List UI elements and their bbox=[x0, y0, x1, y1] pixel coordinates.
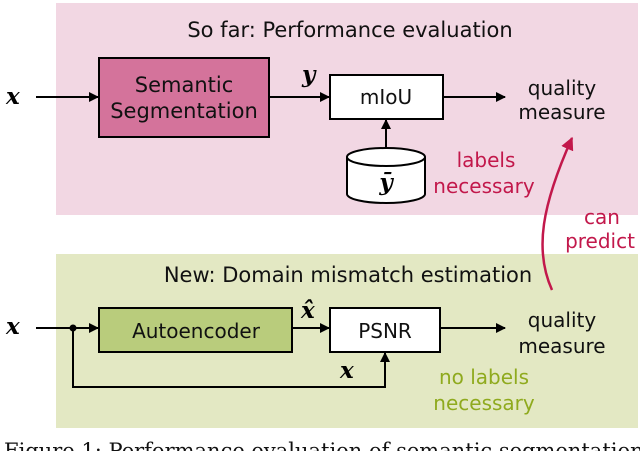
top-output-var: y bbox=[301, 61, 317, 88]
can-predict-arrow bbox=[541, 136, 574, 291]
seg-label-line2: Segmentation bbox=[110, 99, 258, 123]
psnr-label: PSNR bbox=[358, 319, 412, 343]
bottom-labels-line1: no labels bbox=[439, 365, 529, 389]
figure-caption: Figure 1: Performance evaluation of sema… bbox=[4, 439, 640, 451]
ground-truth-var: ȳ bbox=[378, 169, 394, 196]
top-labels-line1: labels bbox=[457, 148, 516, 172]
skip-connection-arrow bbox=[72, 328, 390, 388]
miou-label: mIoU bbox=[360, 85, 412, 109]
top-quality-line2: measure bbox=[518, 100, 605, 124]
top-panel-title: So far: Performance evaluation bbox=[187, 18, 512, 42]
seg-label-line1: Semantic bbox=[135, 73, 234, 97]
top-labels-line2: necessary bbox=[433, 174, 535, 198]
can-predict-line2: predict bbox=[565, 229, 635, 253]
semantic-segmentation-block bbox=[98, 57, 270, 138]
top-quality-line1: quality bbox=[528, 76, 597, 100]
bottom-input-var: x bbox=[5, 313, 20, 340]
recon-var: x̂ bbox=[300, 297, 315, 324]
autoencoder-block bbox=[98, 307, 293, 353]
top-input-var: x bbox=[5, 83, 20, 110]
feedback-var: x bbox=[339, 357, 354, 384]
bottom-quality-line2: measure bbox=[518, 334, 605, 358]
autoencoder-label: Autoencoder bbox=[132, 319, 261, 343]
bottom-labels-line2: necessary bbox=[433, 391, 535, 415]
psnr-block bbox=[329, 307, 441, 353]
bottom-quality-line1: quality bbox=[528, 308, 597, 332]
ground-truth-database-icon bbox=[346, 147, 426, 204]
can-predict-line1: can bbox=[584, 205, 620, 229]
bottom-panel-title: New: Domain mismatch estimation bbox=[164, 263, 532, 287]
